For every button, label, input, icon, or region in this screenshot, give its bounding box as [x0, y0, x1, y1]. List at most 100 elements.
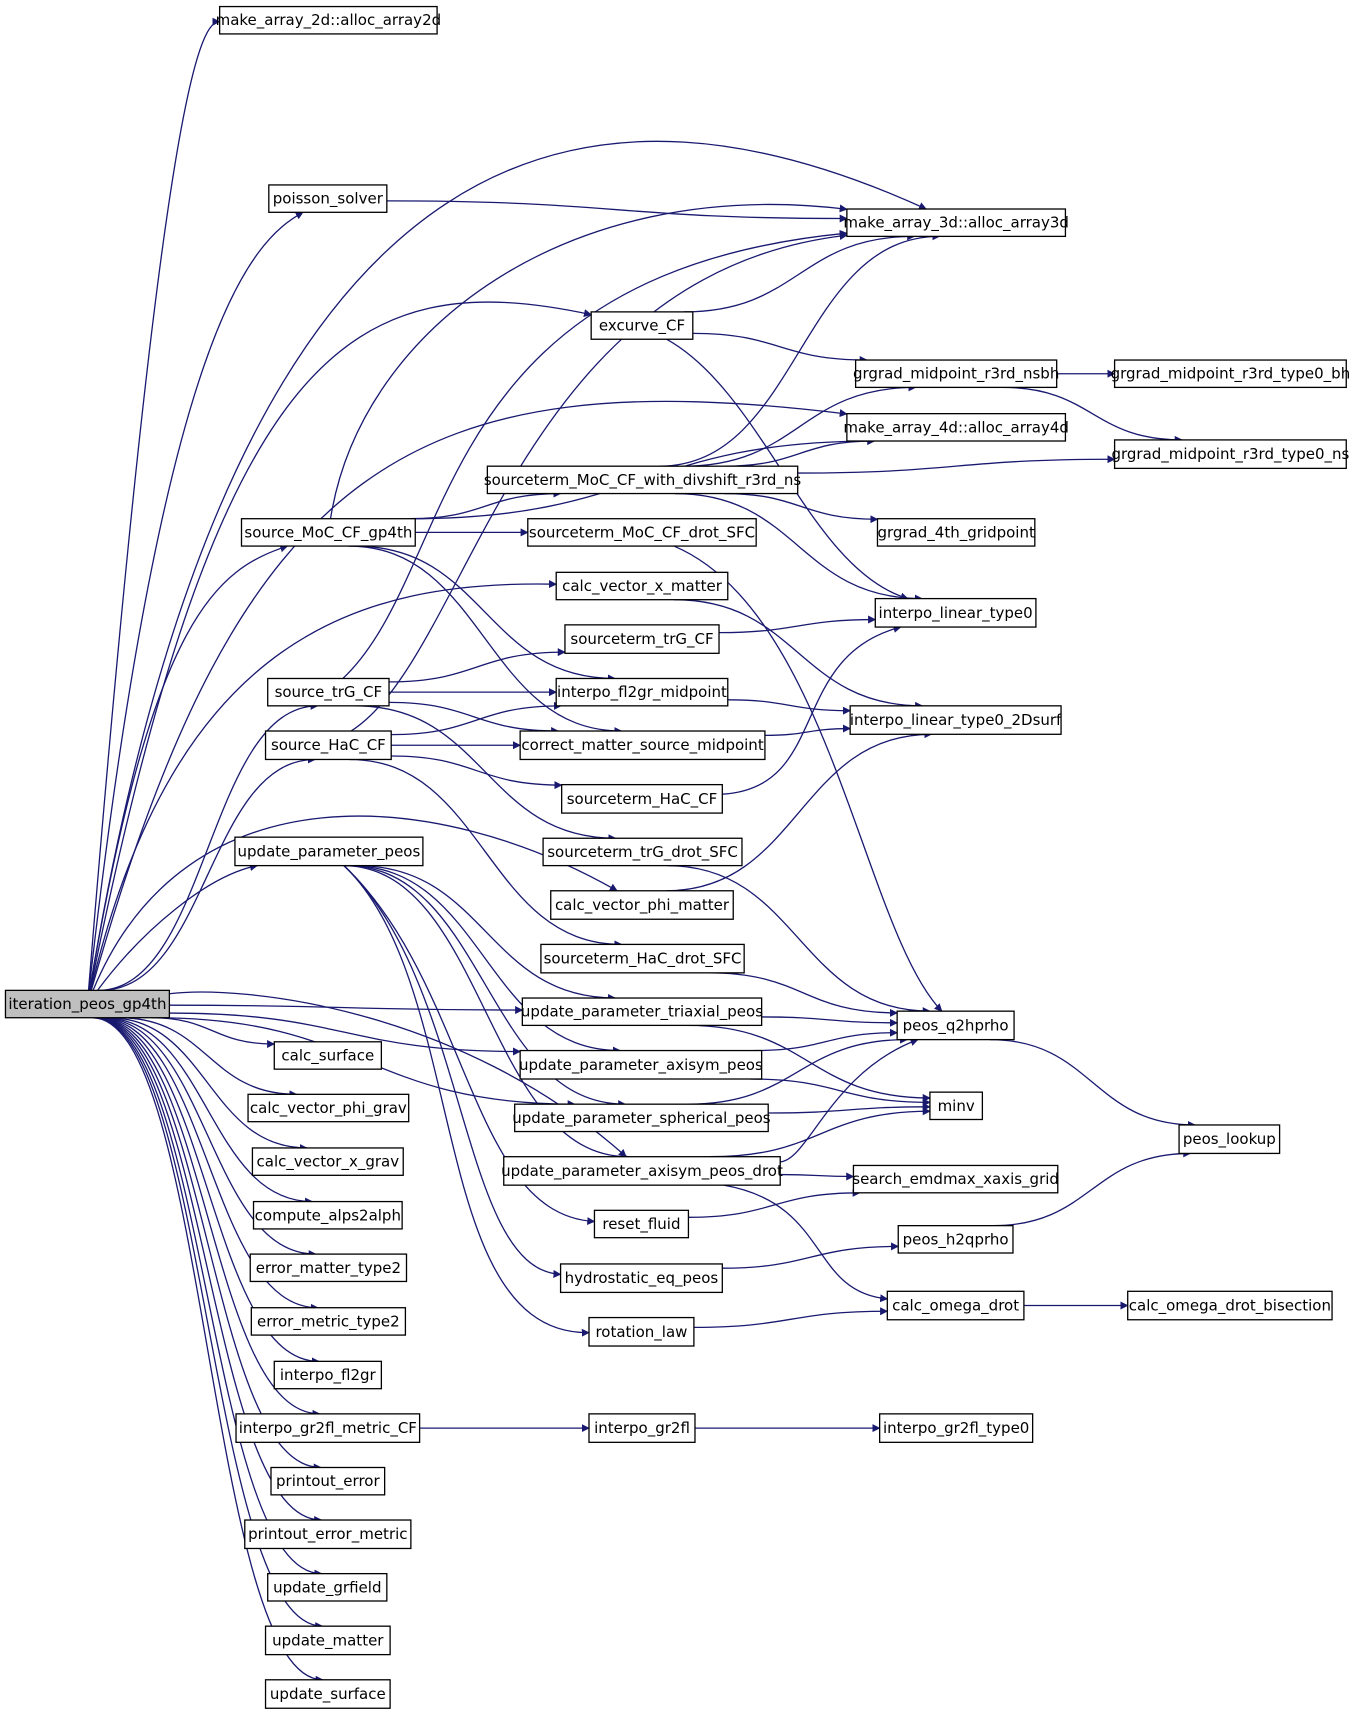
node-box — [555, 677, 729, 707]
node-error-matter-type2[interactable]: error_matter_type2 — [249, 1253, 408, 1283]
edge-source-moc-cf-gp4th-to-interpo-fl2gr-midpoint — [355, 545, 616, 683]
node-box — [521, 997, 763, 1027]
node-minv[interactable]: minv — [929, 1091, 984, 1121]
node-update-matter[interactable]: update_matter — [264, 1625, 391, 1656]
node-label: calc_vector_x_grav — [257, 1153, 400, 1172]
node-printout-error[interactable]: printout_error — [270, 1466, 386, 1496]
node-iteration-peos-gp4th[interactable]: iteration_peos_gp4th — [4, 989, 171, 1019]
edge-correct-matter-source-midpoint-to-interpo-linear-type0-2dsurf — [764, 724, 851, 737]
node-label: compute_alps2alph — [255, 1206, 401, 1225]
node-label: sourceterm_MoC_CF_drot_SFC — [529, 523, 755, 542]
node-grgrad-midpoint-r3rd-type0-bh[interactable]: grgrad_midpoint_r3rd_type0_bh — [1111, 359, 1351, 389]
node-calc-vector-phi-matter[interactable]: calc_vector_phi_matter — [550, 890, 734, 920]
node-correct-matter-source-midpoint[interactable]: correct_matter_source_midpoint — [519, 730, 766, 761]
node-excurve-cf[interactable]: excurve_CF — [590, 311, 694, 340]
node-box — [1178, 1124, 1281, 1155]
edge-excurve-cf-to-make-array-3d-alloc-array3d — [683, 232, 916, 313]
node-label: sourceterm_trG_CF — [570, 630, 713, 649]
edge-sourceterm-moc-cf-with-divshift-r3rd-ns-to-make-array-3d-alloc-array3d — [659, 232, 941, 467]
node-make-array-3d-alloc-array3d[interactable]: make_array_3d::alloc_array3d — [843, 208, 1069, 238]
node-update-grfield[interactable]: update_grfield — [267, 1572, 388, 1602]
node-make-array-2d-alloc-array2d[interactable]: make_array_2d::alloc_array2d — [216, 5, 442, 35]
node-source-trg-cf[interactable]: source_trG_CF — [267, 677, 390, 707]
node-update-parameter-triaxial-peos[interactable]: update_parameter_triaxial_peos — [521, 997, 763, 1027]
node-box — [886, 1290, 1025, 1321]
node-interpo-fl2gr-midpoint[interactable]: interpo_fl2gr_midpoint — [555, 677, 729, 707]
node-label: update_parameter_peos — [238, 842, 421, 861]
node-interpo-gr2fl[interactable]: interpo_gr2fl — [588, 1413, 696, 1443]
node-interpo-linear-type0[interactable]: interpo_linear_type0 — [874, 597, 1037, 628]
edge-iteration-peos-gp4th-to-calc-surface — [151, 1017, 276, 1049]
edge-hydrostatic-eq-peos-to-peos-h2qprho — [722, 1242, 900, 1269]
node-reset-fluid[interactable]: reset_fluid — [593, 1209, 690, 1239]
node-sourceterm-hac-cf[interactable]: sourceterm_HaC_CF — [561, 783, 723, 814]
node-peos-h2qprho[interactable]: peos_h2qprho — [897, 1224, 1014, 1254]
node-source-hac-cf[interactable]: source_HaC_CF — [264, 730, 392, 761]
edge-source-hac-cf-to-sourceterm-hac-cf — [391, 755, 563, 790]
node-box — [849, 705, 1062, 735]
node-poisson-solver[interactable]: poisson_solver — [268, 184, 388, 213]
edge-iteration-peos-gp4th-to-excurve-cf — [89, 301, 592, 991]
edge-update-parameter-peos-to-rotation-law — [343, 865, 590, 1337]
node-update-parameter-axisym-peos-drot[interactable]: update_parameter_axisym_peos_drot — [501, 1156, 783, 1186]
node-update-parameter-spherical-peos[interactable]: update_parameter_spherical_peos — [512, 1103, 771, 1133]
node-grgrad-midpoint-r3rd-type0-ns[interactable]: grgrad_midpoint_r3rd_type0_ns — [1111, 439, 1350, 470]
node-source-moc-cf-gp4th[interactable]: source_MoC_CF_gp4th — [240, 518, 416, 547]
node-box — [897, 1224, 1014, 1254]
node-peos-q2hprho[interactable]: peos_q2hprho — [896, 1010, 1015, 1041]
edge-iteration-peos-gp4th-to-update-parameter-peos — [97, 863, 259, 991]
node-label: grgrad_4th_gridpoint — [877, 523, 1035, 542]
node-box — [264, 730, 392, 761]
node-update-parameter-peos[interactable]: update_parameter_peos — [234, 836, 424, 867]
node-sourceterm-moc-cf-with-divshift-r3rd-ns[interactable]: sourceterm_MoC_CF_with_divshift_r3rd_ns — [484, 465, 802, 495]
edge-update-parameter-triaxial-peos-to-peos-q2hprho — [761, 1016, 898, 1027]
node-box — [874, 597, 1037, 628]
node-grgrad-midpoint-r3rd-nsbh[interactable]: grgrad_midpoint_r3rd_nsbh — [853, 359, 1059, 389]
node-rotation-law[interactable]: rotation_law — [588, 1316, 695, 1347]
edge-poisson-solver-to-make-array-3d-alloc-array3d — [386, 200, 848, 223]
node-interpo-gr2fl-type0[interactable]: interpo_gr2fl_type0 — [879, 1413, 1034, 1443]
node-box — [555, 571, 729, 601]
node-calc-vector-phi-grav[interactable]: calc_vector_phi_grav — [247, 1093, 410, 1123]
node-update-surface[interactable]: update_surface — [264, 1679, 391, 1709]
node-box — [235, 1413, 421, 1443]
node-printout-error-metric[interactable]: printout_error_metric — [244, 1519, 412, 1550]
edge-iteration-peos-gp4th-to-calc-vector-x-matter — [90, 580, 558, 991]
node-sourceterm-trg-cf[interactable]: sourceterm_trG_CF — [564, 624, 720, 654]
node-hydrostatic-eq-peos[interactable]: hydrostatic_eq_peos — [559, 1263, 723, 1294]
edge-update-parameter-peos-to-update-parameter-triaxial-peos — [356, 864, 617, 1003]
node-peos-lookup[interactable]: peos_lookup — [1178, 1124, 1281, 1155]
node-error-metric-type2[interactable]: error_metric_type2 — [250, 1307, 407, 1336]
node-label: interpo_fl2gr — [280, 1366, 377, 1385]
node-interpo-fl2gr[interactable]: interpo_fl2gr — [273, 1360, 383, 1390]
node-make-array-4d-alloc-array4d[interactable]: make_array_4d::alloc_array4d — [843, 413, 1069, 442]
node-calc-omega-drot-bisection[interactable]: calc_omega_drot_bisection — [1127, 1290, 1333, 1321]
edge-iteration-peos-gp4th-to-make-array-2d-alloc-array2d — [87, 17, 221, 991]
node-sourceterm-trg-drot-sfc[interactable]: sourceterm_trG_drot_SFC — [542, 837, 743, 867]
node-calc-vector-x-grav[interactable]: calc_vector_x_grav — [251, 1147, 404, 1176]
node-interpo-gr2fl-metric-cf[interactable]: interpo_gr2fl_metric_CF — [235, 1413, 421, 1443]
node-calc-surface[interactable]: calc_surface — [273, 1041, 383, 1070]
node-label: rotation_law — [595, 1323, 687, 1342]
edge-iteration-peos-gp4th-to-source-hac-cf — [100, 755, 316, 992]
node-interpo-linear-type0-2dsurf[interactable]: interpo_linear_type0_2Dsurf — [849, 705, 1062, 735]
node-box — [854, 359, 1058, 389]
node-label: update_matter — [272, 1631, 384, 1650]
node-sourceterm-hac-drot-sfc[interactable]: sourceterm_HaC_drot_SFC — [540, 943, 745, 974]
node-grgrad-4th-gridpoint[interactable]: grgrad_4th_gridpoint — [876, 518, 1036, 547]
node-update-parameter-axisym-peos[interactable]: update_parameter_axisym_peos — [519, 1049, 763, 1080]
edge-iteration-peos-gp4th-to-make-array-4d-alloc-array4d — [90, 400, 848, 991]
edge-sourceterm-hac-cf-to-interpo-linear-type0 — [722, 624, 902, 795]
edge-update-parameter-triaxial-peos-to-minv — [687, 1024, 931, 1102]
node-calc-vector-x-matter[interactable]: calc_vector_x_matter — [555, 571, 729, 601]
node-sourceterm-moc-cf-drot-sfc[interactable]: sourceterm_MoC_CF_drot_SFC — [527, 518, 757, 547]
node-search-emdmax-xaxis-grid[interactable]: search_emdmax_xaxis_grid — [852, 1164, 1059, 1194]
edge-sourceterm-moc-cf-with-divshift-r3rd-ns-to-grgrad-4th-gridpoint — [724, 492, 879, 524]
node-label: make_array_2d::alloc_array2d — [216, 11, 442, 30]
node-calc-omega-drot[interactable]: calc_omega_drot — [886, 1290, 1025, 1321]
node-compute-alps2alph[interactable]: compute_alps2alph — [252, 1200, 403, 1230]
node-box — [540, 943, 745, 974]
node-box — [273, 1360, 383, 1390]
edge-sourceterm-moc-cf-with-divshift-r3rd-ns-to-grgrad-midpoint-r3rd-type0-ns — [797, 455, 1116, 474]
